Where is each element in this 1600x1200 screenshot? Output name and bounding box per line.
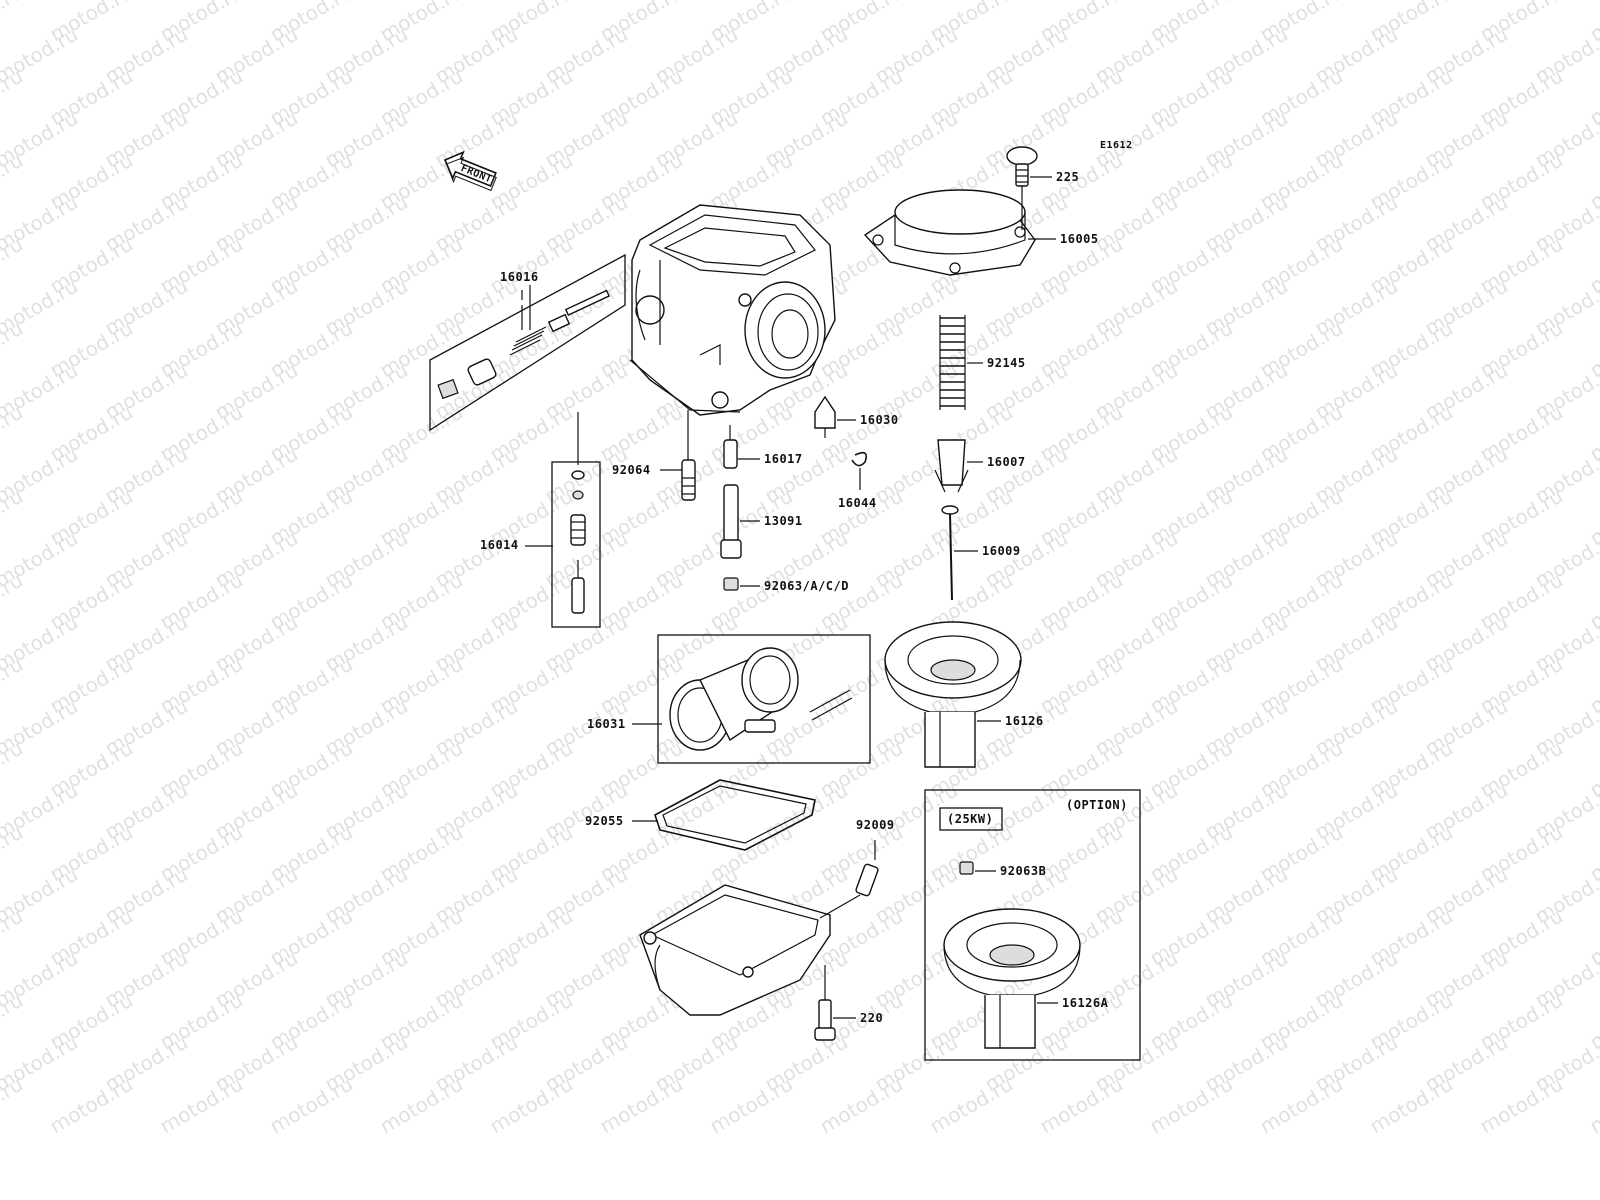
part-92063B-jet: [959, 861, 974, 875]
part-16005-top-cover: [863, 186, 1036, 276]
watermark-text: motod.ru: [816, 1072, 907, 1139]
watermark-text: motod.ru: [1366, 1072, 1457, 1139]
watermark-text: motod.ru: [1036, 1072, 1127, 1139]
part-16031-float: [669, 647, 853, 751]
part-220-screw: [814, 965, 836, 1041]
part-16126-diaphragm: [884, 621, 1022, 768]
part-16017-needle-jet: [723, 425, 738, 469]
label-13091: 13091: [764, 514, 803, 528]
label-92009: 92009: [856, 818, 895, 832]
variant-label: (25KW): [947, 812, 993, 826]
label-220: 220: [860, 1011, 883, 1025]
label-16031: 16031: [587, 717, 626, 731]
part-16126A-diaphragm: [943, 908, 1081, 1049]
watermark-text: motod.ru: [1476, 1072, 1567, 1139]
label-92064: 92064: [612, 463, 651, 477]
label-92063B: 92063B: [1000, 864, 1046, 878]
watermark-text: motod.ru: [376, 1072, 467, 1139]
watermark-text: motod.ru: [486, 1072, 577, 1139]
option-box: [924, 789, 1141, 1061]
watermark-text: motod.ru: [596, 1072, 687, 1139]
part-92063-main-jet: [723, 577, 739, 591]
label-16007: 16007: [987, 455, 1026, 469]
label-16030: 16030: [860, 413, 899, 427]
part-92055-gasket: [654, 779, 816, 851]
part-92064-jet: [681, 410, 696, 501]
watermark-text: motod.ru: [0, 0, 27, 46]
part-16031-box: [657, 634, 871, 764]
label-92055: 92055: [585, 814, 624, 828]
watermark-text: motod.ru: [1586, 1072, 1600, 1139]
part-13091-jet-holder: [720, 484, 742, 559]
label-16005: 16005: [1060, 232, 1099, 246]
watermark-text: motod.ru: [1146, 1072, 1237, 1139]
watermark-text: motod.ru: [156, 1072, 247, 1139]
label-16044: 16044: [838, 496, 877, 510]
option-label: (OPTION): [1066, 798, 1128, 812]
label-92145: 92145: [987, 356, 1026, 370]
part-16007-spring-seat: [934, 439, 969, 493]
label-16126: 16126: [1005, 714, 1044, 728]
part-225-screw: [1006, 146, 1038, 187]
label-16126A: 16126A: [1062, 996, 1109, 1010]
part-92145-spring: [939, 315, 966, 410]
label-16014: 16014: [480, 538, 519, 552]
label-225: 225: [1056, 170, 1079, 184]
part-16030-needle-valve: [814, 395, 836, 438]
part-92009-drain-screw: [819, 840, 879, 919]
part-16014-needle-valve: [551, 412, 601, 628]
watermark-text: motod.ru: [266, 1072, 357, 1139]
watermark-text: motod.ru: [46, 1072, 137, 1139]
watermark-text: motod.ru: [926, 1072, 1017, 1139]
variant-box: [939, 807, 1003, 831]
part-16016-pilot-screw-kit: [429, 253, 626, 432]
watermark-text: motod.ru: [1256, 1072, 1347, 1139]
watermark-text: motod.ru: [706, 1072, 797, 1139]
carburetor-body: [629, 204, 836, 416]
diagram-code: E1612: [1100, 140, 1133, 151]
label-16009: 16009: [982, 544, 1021, 558]
label-16016: 16016: [500, 270, 539, 284]
label-92063: 92063/A/C/D: [764, 579, 849, 593]
label-16017: 16017: [764, 452, 803, 466]
float-chamber: [639, 884, 831, 1016]
part-16044-clip: [851, 451, 868, 490]
part-16009-jet-needle: [941, 505, 959, 601]
